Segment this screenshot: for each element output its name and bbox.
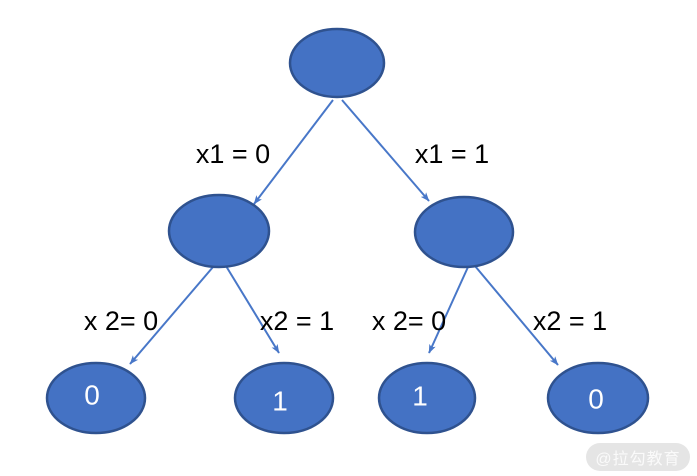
- edge-right-to-leaf4: [474, 265, 559, 366]
- leaf-3-value: 1: [412, 381, 428, 412]
- edge-label-left-x2-0: x 2= 0: [84, 306, 158, 336]
- node-leaf-1: [45, 361, 147, 435]
- leaf-2-value: 1: [272, 386, 288, 417]
- edge-label-x1-1: x1 = 1: [415, 139, 489, 169]
- edge-left-to-leaf1: [129, 266, 214, 365]
- edge-label-x1-0: x1 = 0: [196, 139, 270, 169]
- edge-right-to-leaf3: [428, 266, 469, 354]
- edge-left-to-leaf2: [225, 265, 280, 354]
- leaf-1-value: 0: [84, 380, 100, 411]
- edge-root-to-right: [341, 99, 430, 202]
- node-root: [288, 27, 386, 99]
- node-leaf-3: [377, 361, 477, 435]
- edge-label-right-x2-0: x 2= 0: [372, 306, 446, 336]
- node-leaf-2: [233, 361, 335, 435]
- edge-label-right-x2-1: x2 = 1: [533, 306, 607, 336]
- node-internal-right: [413, 195, 515, 269]
- watermark-badge: @拉勾教育: [586, 443, 690, 471]
- node-internal-left: [167, 193, 271, 269]
- watermark-text: @拉勾教育: [595, 451, 681, 468]
- edge-root-to-left: [253, 99, 334, 205]
- leaf-4-value: 0: [588, 384, 604, 415]
- edge-label-left-x2-1: x2 = 1: [260, 306, 334, 336]
- node-leaf-4: [546, 361, 650, 435]
